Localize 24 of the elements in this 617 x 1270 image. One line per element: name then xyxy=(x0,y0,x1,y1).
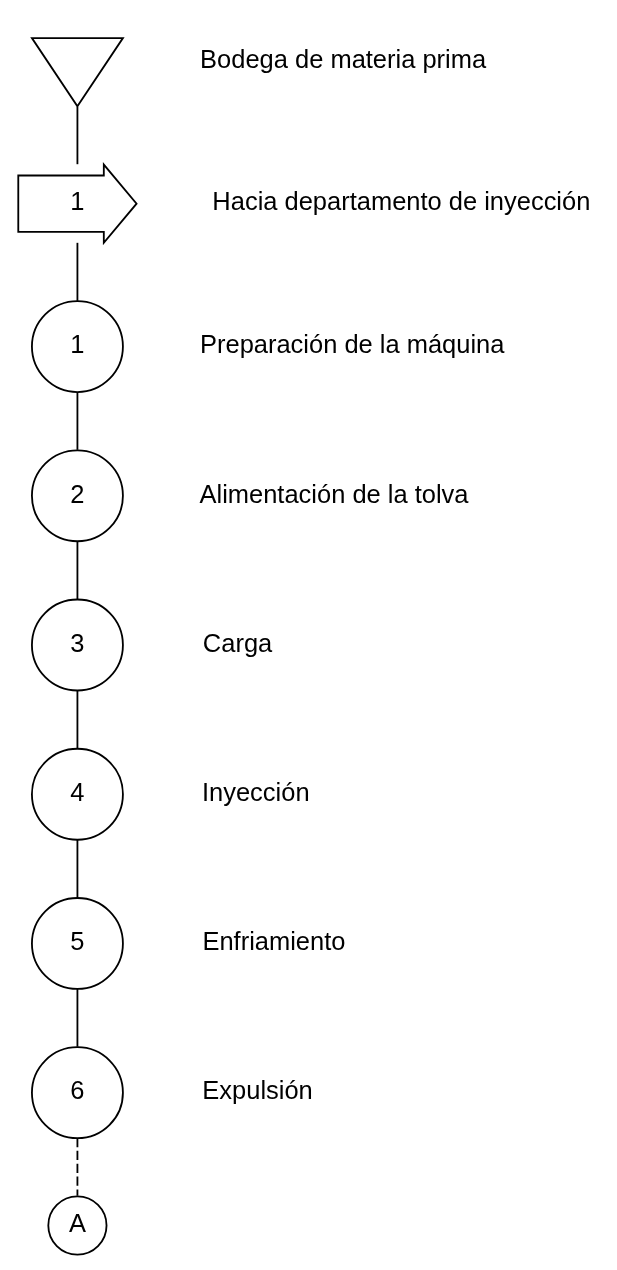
connector xyxy=(76,988,78,1048)
node-circle: 2 xyxy=(30,449,124,543)
node-triangle xyxy=(29,37,125,108)
connector xyxy=(76,105,78,166)
node-label: Alimentación de la tolva xyxy=(199,479,469,508)
connector xyxy=(76,540,78,600)
node-circle: A xyxy=(46,1195,107,1256)
connector xyxy=(76,689,78,750)
node-label: Preparación de la máquina xyxy=(199,330,504,359)
node-label: Expulsión xyxy=(201,1076,313,1105)
connector xyxy=(76,391,78,451)
node-circle: 3 xyxy=(30,598,124,692)
node-label: Inyección xyxy=(201,777,310,806)
connector xyxy=(76,1137,78,1197)
connector xyxy=(76,241,78,302)
node-circle: 1 xyxy=(30,300,124,393)
connector xyxy=(76,838,78,899)
node-circle: 4 xyxy=(30,747,124,841)
node-label: Enfriamiento xyxy=(201,927,345,956)
node-label: Bodega de materia prima xyxy=(199,44,486,73)
node-label: Hacia departamento de inyección xyxy=(211,187,590,216)
node-circle: 5 xyxy=(30,897,124,990)
node-circle: 6 xyxy=(30,1046,124,1140)
node-label: Carga xyxy=(202,628,272,657)
